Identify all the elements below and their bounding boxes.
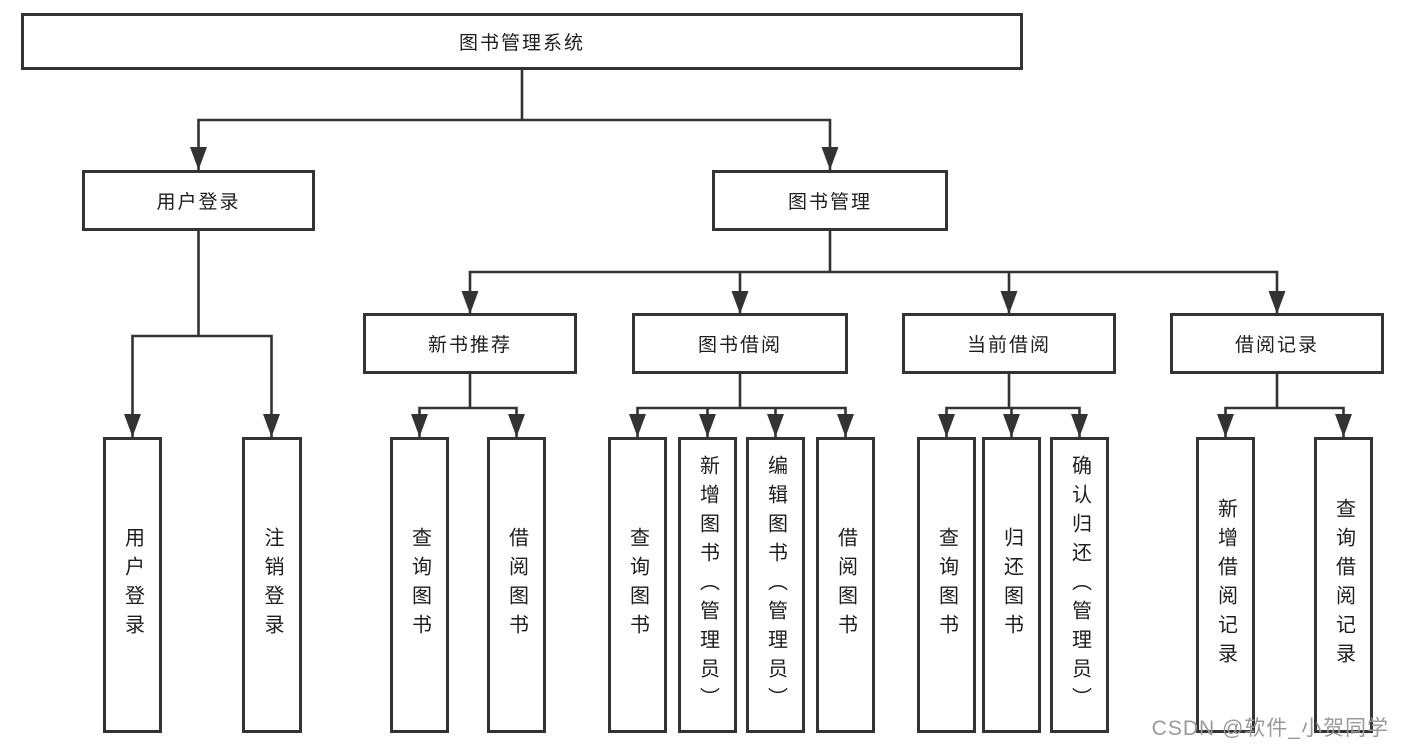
- arrow-head: [190, 147, 207, 170]
- arrow-head: [411, 414, 428, 437]
- node-root: 图书管理系统: [21, 13, 1023, 70]
- arrow-head: [1071, 414, 1088, 437]
- arrow-head: [699, 414, 716, 437]
- node-new-book-recommend: 新书推荐: [363, 313, 577, 374]
- leaf-bb-edit-books-admin: 编辑图书（管理员）: [746, 437, 805, 733]
- node-current-borrow: 当前借阅: [902, 313, 1116, 374]
- arrow-head: [1268, 291, 1286, 314]
- node-label: 当前借阅: [966, 335, 1051, 356]
- connector-book-management-to-groups: [468, 231, 1279, 314]
- leaf-bb-query-books: 查询图书: [608, 437, 667, 733]
- node-label: 查询图书: [626, 527, 649, 643]
- leaf-logout: 注销登录: [242, 437, 302, 733]
- node-label: 图书管理系统: [458, 33, 585, 54]
- node-label: 图书管理: [787, 192, 872, 213]
- arrow-head: [1000, 291, 1018, 314]
- node-label: 借阅图书: [834, 527, 857, 643]
- node-label: 借阅图书: [505, 527, 528, 643]
- leaf-cb-return-books: 归还图书: [982, 437, 1041, 733]
- leaf-nbr-borrow-books: 借阅图书: [487, 437, 546, 733]
- arrow-head: [837, 414, 854, 437]
- connector-user-login-to-leaves: [131, 231, 273, 437]
- node-label: 用户登录: [156, 192, 241, 213]
- arrow-head: [821, 147, 839, 170]
- node-label: 查询图书: [408, 527, 431, 643]
- arrow-head: [508, 414, 525, 437]
- leaf-br-query-borrow-record: 查询借阅记录: [1314, 437, 1373, 733]
- arrow-head: [461, 291, 479, 314]
- watermark-text: CSDN @软件_小贺同学: [1151, 717, 1389, 740]
- node-label: 确认归还（管理员）: [1068, 454, 1091, 716]
- node-label: 编辑图书（管理员）: [764, 454, 787, 716]
- node-label: 查询借阅记录: [1332, 498, 1355, 672]
- leaf-user-login: 用户登录: [103, 437, 162, 733]
- arrow-head: [1003, 414, 1020, 437]
- leaf-bb-add-books-admin: 新增图书（管理员）: [678, 437, 737, 733]
- connector-book-borrow-to-leaves: [636, 374, 847, 437]
- arrow-head: [731, 291, 749, 314]
- node-label: 查询图书: [935, 527, 958, 643]
- node-label: 图书借阅: [697, 335, 782, 356]
- node-label: 新增图书（管理员）: [696, 454, 719, 716]
- node-label: 新增借阅记录: [1214, 498, 1237, 672]
- node-book-borrow: 图书借阅: [632, 313, 848, 374]
- arrow-head: [263, 414, 280, 437]
- connector-root-to-level2: [197, 70, 832, 170]
- leaf-cb-query-books: 查询图书: [917, 437, 976, 733]
- arrow-head: [1335, 414, 1352, 437]
- leaf-br-add-borrow-record: 新增借阅记录: [1196, 437, 1255, 733]
- leaf-bb-borrow-books: 借阅图书: [816, 437, 875, 733]
- node-label: 注销登录: [261, 527, 283, 643]
- arrow-head: [629, 414, 646, 437]
- arrow-head: [124, 414, 141, 437]
- node-book-management: 图书管理: [712, 170, 948, 231]
- leaf-nbr-query-books: 查询图书: [390, 437, 449, 733]
- leaf-cb-confirm-return-admin: 确认归还（管理员）: [1050, 437, 1109, 733]
- arrow-head: [938, 414, 955, 437]
- node-label: 归还图书: [1000, 527, 1023, 643]
- arrow-head: [1217, 414, 1234, 437]
- connector-new-book-recommend-to-leaves: [418, 374, 518, 437]
- node-label: 借阅记录: [1234, 335, 1319, 356]
- arrow-head: [767, 414, 784, 437]
- node-borrow-records: 借阅记录: [1170, 313, 1384, 374]
- node-label: 新书推荐: [427, 335, 512, 356]
- node-label: 用户登录: [121, 527, 144, 643]
- node-user-login: 用户登录: [82, 170, 315, 231]
- connector-borrow-records-to-leaves: [1224, 374, 1345, 437]
